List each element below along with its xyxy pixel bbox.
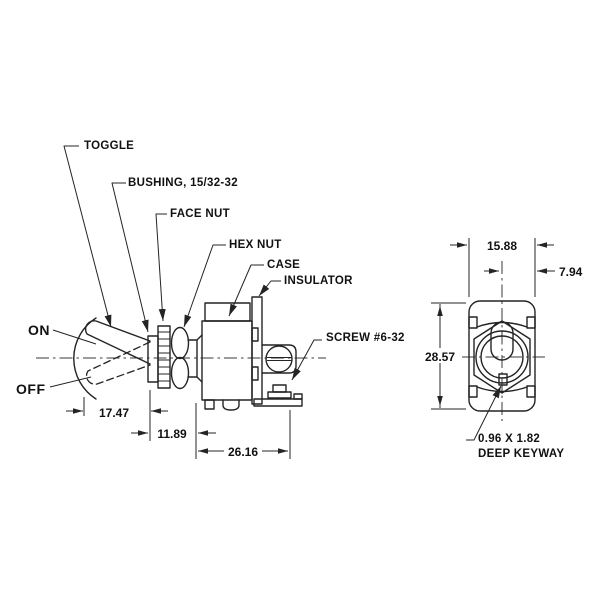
screw-6-32-part — [253, 384, 303, 407]
dimension-body-width: 15.88 — [450, 238, 554, 297]
neck — [187, 334, 203, 383]
dimension-case-length: 26.16 — [198, 410, 291, 459]
leader-on — [52, 329, 97, 345]
label-bushing: BUSHING, 15/32-32 — [128, 177, 238, 189]
label-toggle: TOGGLE — [84, 140, 134, 152]
keyway-note-line2: DEEP KEYWAY — [478, 448, 564, 460]
bushing-inner-circle — [480, 335, 524, 379]
face-nut-knurl — [157, 325, 171, 389]
leader-off — [49, 376, 92, 388]
leader-bushing — [111, 182, 149, 333]
label-case: CASE — [267, 259, 300, 271]
dimension-toggle-length: 17.47 — [66, 390, 168, 441]
leader-lines — [49, 145, 322, 388]
leader-face-nut — [155, 213, 167, 322]
toggle-lever-on — [84, 320, 151, 365]
label-on: ON — [28, 322, 50, 338]
hex-nut-front — [473, 320, 531, 394]
label-face-nut: FACE NUT — [170, 208, 230, 220]
case-body — [201, 302, 259, 411]
leader-insulator — [258, 280, 281, 297]
label-screw: SCREW #6-32 — [326, 332, 405, 344]
front-body — [468, 300, 536, 412]
toggle-lever-off — [85, 341, 151, 385]
case-post — [222, 399, 240, 411]
dim-11-89: 11.89 — [157, 427, 187, 441]
hex-nut-profile — [170, 326, 190, 390]
toggle-bat-front — [490, 321, 514, 361]
leader-screw — [291, 339, 322, 381]
keyway-note-line1: 0.96 X 1.82 — [478, 433, 540, 445]
dim-15-88: 15.88 — [487, 239, 517, 253]
leader-hex-nut — [183, 244, 226, 328]
dim-17-47: 17.47 — [99, 406, 129, 420]
dim-text-mask — [422, 348, 458, 363]
label-hex-nut: HEX NUT — [229, 239, 282, 251]
leader-toggle — [63, 145, 112, 328]
leader-case — [228, 264, 264, 317]
dim-26-16: 26.16 — [228, 445, 258, 459]
dimension-bushing-stack: 11.89 — [131, 403, 216, 459]
dimension-center-to-edge: 7.94 — [484, 265, 583, 279]
dim-28-57: 28.57 — [425, 350, 455, 364]
dim-7-94: 7.94 — [559, 265, 583, 279]
leader-keyway — [466, 385, 502, 441]
front-bottom-cap-line — [476, 386, 528, 393]
label-off: OFF — [16, 381, 46, 397]
front-notch — [526, 316, 536, 329]
terminal-screw-head — [261, 344, 297, 374]
case-top — [204, 302, 251, 322]
label-insulator: INSULATOR — [284, 275, 353, 287]
bushing-outer-circle — [475, 330, 529, 384]
keyway-notch — [498, 373, 508, 386]
front-view: 15.88 7.94 28.57 0.96 X 1.82 DEEP KEYWAY — [422, 238, 583, 460]
case-foot — [204, 399, 215, 410]
front-notch — [526, 385, 536, 398]
insulator-plate — [251, 296, 263, 405]
side-view: TOGGLE BUSHING, 15/32-32 FACE NUT HEX NU… — [16, 140, 405, 459]
keyway-note: 0.96 X 1.82 DEEP KEYWAY — [466, 385, 564, 460]
front-notch — [468, 385, 478, 398]
dimension-body-height: 28.57 — [422, 302, 466, 410]
front-notch — [468, 316, 478, 329]
